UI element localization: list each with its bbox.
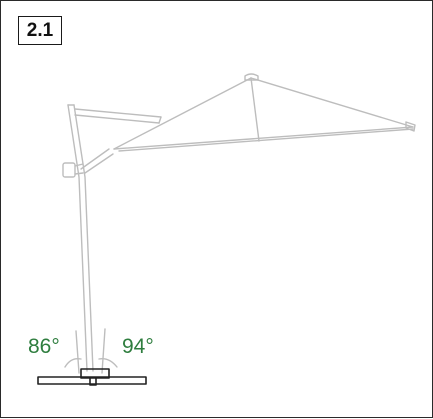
angle-label-right: 94° [122,335,154,358]
angle-label-left: 86° [28,335,60,358]
step-number-badge: 2.1 [18,16,62,45]
